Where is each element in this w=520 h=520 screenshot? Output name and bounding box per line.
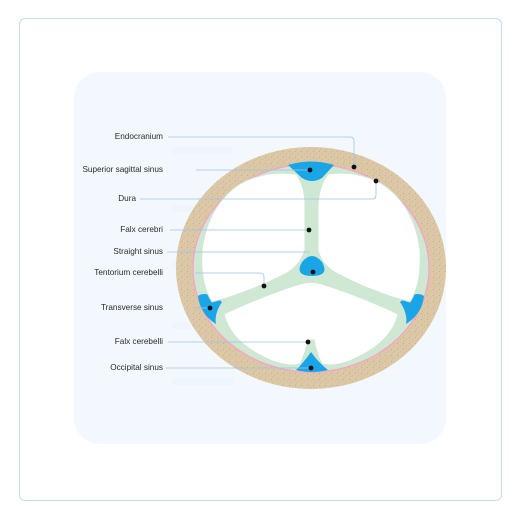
label-straight-sinus: Straight sinus	[113, 247, 163, 256]
label-dura: Dura	[118, 194, 136, 203]
cerebellum-compartment	[223, 282, 399, 366]
label-falx-cerebelli: Falx cerebelli	[114, 337, 163, 346]
marker-dots	[207, 164, 379, 371]
label-placeholder	[172, 378, 234, 385]
label-falx-cerebri: Falx cerebri	[120, 225, 163, 234]
right-transverse-sinus	[400, 294, 424, 324]
leader-lines	[140, 136, 377, 369]
label-superior-sagittal-sinus: Superior sagittal sinus	[82, 165, 163, 174]
straight-sinus-shape	[299, 256, 325, 276]
label-transverse-sinus: Transverse sinus	[100, 303, 163, 312]
label-placeholder	[172, 147, 232, 154]
label-endocranium: Endocranium	[114, 132, 163, 141]
right-cerebral-hemisphere	[317, 172, 421, 303]
label-occipital-sinus: Occipital sinus	[110, 363, 163, 372]
occipital-sinus-shape	[296, 352, 328, 372]
left-cerebral-hemisphere	[201, 172, 306, 303]
label-tentorium-cerebelli: Tentorium cerebelli	[94, 268, 163, 277]
